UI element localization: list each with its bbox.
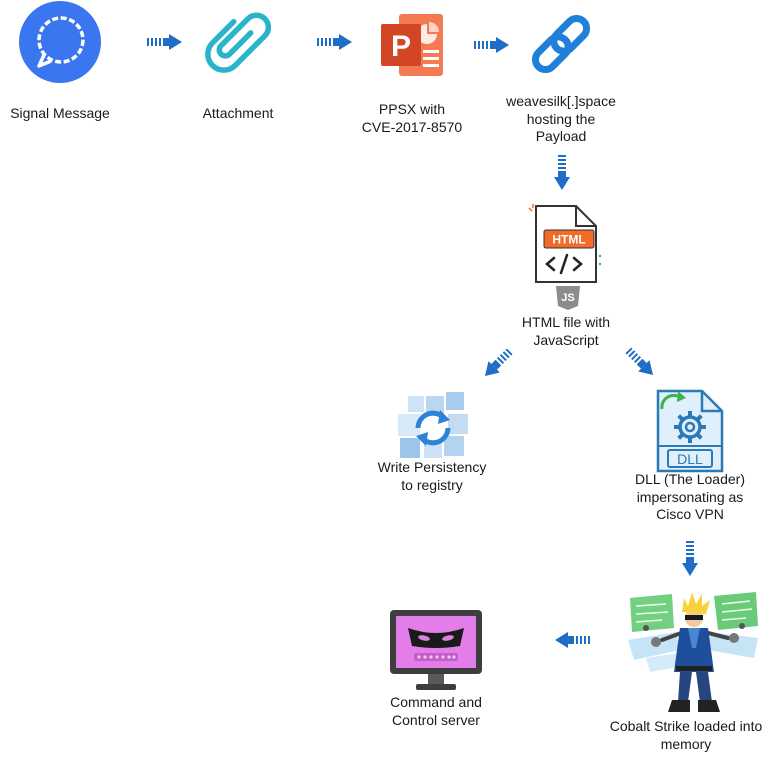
node-label: Command and Control server [366, 694, 506, 729]
js-badge-text: JS [561, 292, 574, 304]
cobalt-strike-icon [628, 592, 758, 712]
label-line: Payload [535, 128, 587, 144]
node-dll-loader: DLL DLL (The Loader) impersonating as Ci… [620, 385, 760, 525]
node-label: Signal Message [0, 105, 120, 123]
paperclip-icon [205, 12, 272, 73]
label-line: Cobalt Strike loaded into [609, 718, 763, 734]
node-attachment: Attachment [178, 0, 298, 125]
label-line: memory [660, 735, 712, 752]
label-line: Command and [390, 694, 482, 710]
powerpoint-icon: P [381, 14, 443, 76]
label-line: weavesilk[.]space [506, 93, 616, 109]
label-line: Attachment [202, 105, 274, 121]
link-icon [531, 14, 591, 74]
label-line: HTML file with [521, 314, 611, 330]
label-line: hosting the [526, 110, 596, 127]
arrow-ppsx-to-payload-host [474, 37, 510, 53]
arrow-attachment-to-ppsx [317, 34, 353, 50]
c2-monitor-icon [390, 610, 482, 690]
label-line: Control server [392, 711, 480, 728]
powerpoint-letter: P [391, 30, 411, 63]
arrow-html-to-dll [623, 345, 660, 382]
html-file-icon: HTML JS [528, 204, 602, 310]
label-line: JavaScript [533, 331, 599, 348]
node-c2-server: Command and Control server [366, 606, 506, 736]
label-line: to registry [401, 476, 463, 493]
label-line: DLL (The Loader) [635, 471, 745, 487]
node-registry-persistence: Write Persistency to registry [362, 390, 502, 500]
arrow-cobalt-strike-to-c2 [554, 632, 590, 648]
node-label: HTML file with JavaScript [496, 314, 636, 349]
label-line: Signal Message [10, 105, 110, 121]
label-line: PPSX with [378, 101, 446, 117]
node-ppsx: P PPSX with CVE-2017-8570 [342, 0, 482, 140]
label-line: CVE-2017-8570 [361, 118, 463, 135]
node-signal-message: Signal Message [0, 0, 120, 125]
signal-icon [19, 1, 101, 83]
arrow-payload-host-to-html [554, 155, 570, 191]
node-label: DLL (The Loader) impersonating as Cisco … [620, 471, 760, 524]
node-label: Write Persistency to registry [362, 459, 502, 494]
label-line: impersonating as [636, 488, 744, 505]
dll-file-icon: DLL [656, 389, 724, 473]
dll-text: DLL [677, 451, 703, 467]
arrow-dll-to-cobalt-strike [682, 541, 698, 577]
node-cobalt-strike: Cobalt Strike loaded into memory [604, 586, 768, 756]
node-html-file: HTML JS HTML file with JavaScript [496, 196, 636, 356]
label-line: Cisco VPN [656, 506, 724, 522]
registry-icon [398, 392, 468, 458]
node-label: Cobalt Strike loaded into memory [604, 718, 768, 753]
node-label: weavesilk[.]space hosting the Payload [491, 93, 631, 146]
html-badge-text: HTML [552, 233, 585, 247]
arrow-html-to-registry [479, 346, 516, 383]
arrow-signal-to-attachment [147, 34, 183, 50]
label-line: Write Persistency [377, 459, 487, 475]
node-payload-host: weavesilk[.]space hosting the Payload [491, 0, 631, 150]
node-label: Attachment [178, 105, 298, 123]
node-label: PPSX with CVE-2017-8570 [342, 101, 482, 136]
